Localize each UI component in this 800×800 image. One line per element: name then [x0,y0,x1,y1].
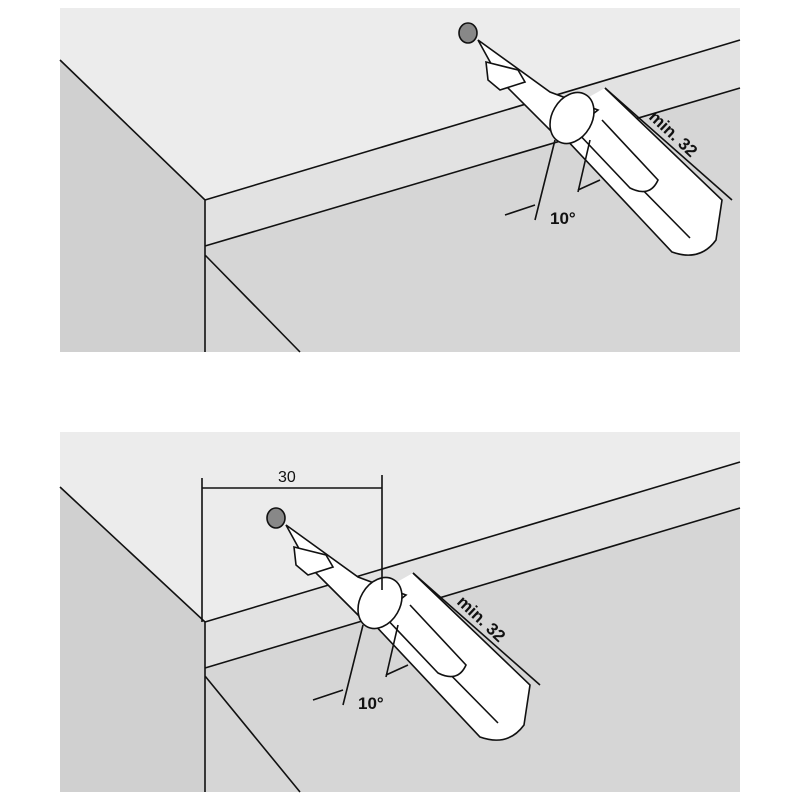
angle-label: 10° [550,209,576,228]
panel-bottom: 30 10° min. 32 [59,432,741,793]
offset-label: 30 [278,469,296,486]
panel-top: 10° min. 32 [59,8,741,353]
angle-label: 10° [358,694,384,713]
